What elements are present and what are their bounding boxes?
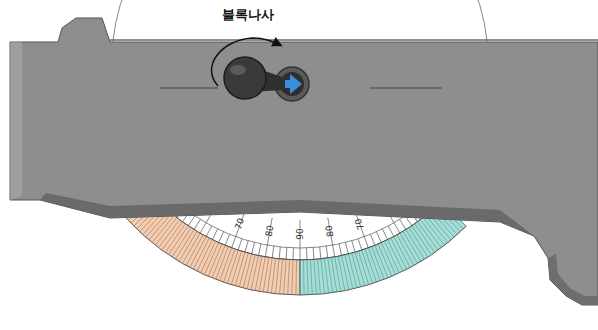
band-tick: [391, 238, 407, 269]
scale-tick: [300, 220, 301, 260]
band-tick: [375, 245, 388, 277]
band-tick: [275, 259, 279, 294]
band-tick: [201, 241, 216, 273]
band-tick: [247, 255, 255, 289]
band-tick: [251, 256, 258, 290]
band-tick: [292, 260, 293, 295]
scale-tick: [272, 246, 274, 258]
scale-tick: [400, 219, 406, 229]
scale-tick: [370, 234, 374, 245]
band-tick: [152, 215, 174, 242]
hook-edge: [548, 254, 598, 305]
reference-line: [370, 88, 442, 89]
band-tick: [175, 230, 194, 260]
band-tick: [271, 259, 275, 294]
band-tick: [381, 243, 395, 275]
scale-tick: [265, 218, 272, 257]
band-tick: [149, 213, 171, 240]
band-tick: [335, 257, 341, 291]
band-tick: [400, 233, 418, 263]
scale-tick: [212, 229, 217, 240]
scale-tick: [245, 241, 248, 253]
body-shadow: [40, 193, 534, 236]
scale-tick: [194, 219, 200, 229]
band-tick: [186, 235, 203, 266]
band-tick: [397, 235, 414, 266]
band-tick: [172, 228, 191, 257]
band-tick: [352, 253, 361, 287]
scale-tick: [279, 247, 280, 259]
scale-tick: [388, 226, 394, 237]
knob-highlight: [230, 65, 246, 75]
scale-number: 90: [296, 228, 305, 239]
block-screw-knob: [224, 57, 266, 99]
scale-tick: [188, 216, 195, 226]
band-tick: [179, 231, 197, 261]
scale-tick: [206, 226, 212, 237]
band-tick: [317, 259, 320, 294]
scale-tick: [352, 241, 355, 253]
scale-tick: [320, 247, 321, 259]
band-tick: [295, 260, 297, 295]
scale-tick: [252, 242, 255, 254]
scale-tick: [225, 234, 229, 245]
scale-tick: [358, 239, 362, 250]
band-tick: [307, 260, 308, 295]
scale-tick: [238, 239, 242, 250]
tool-body: [10, 18, 598, 305]
band-tick: [197, 240, 212, 271]
band-tick: [267, 258, 272, 293]
band-tick: [345, 255, 353, 289]
band-tick: [338, 256, 345, 290]
rotation-arrow: [212, 38, 279, 86]
band-tick: [284, 260, 286, 295]
band-tick: [418, 222, 439, 250]
band-tick: [280, 259, 283, 294]
part-name: 블록나사: [222, 8, 274, 21]
band-tick: [288, 260, 290, 295]
band-tick: [190, 237, 206, 268]
scale-tick: [382, 229, 387, 240]
body-edge: [10, 42, 22, 200]
band-tick: [342, 256, 349, 290]
band-tick: [348, 254, 356, 288]
scale-tick: [376, 232, 381, 243]
scale-tick: [345, 242, 348, 254]
band-tick: [183, 233, 201, 263]
top-edge: [110, 39, 598, 41]
reference-line: [160, 88, 218, 89]
band-tick: [310, 260, 312, 295]
band-tick: [243, 254, 251, 288]
scale-number: 80: [325, 225, 336, 238]
band-tick: [255, 256, 262, 290]
scale-tick: [258, 244, 260, 256]
scale-tick: [326, 246, 328, 258]
band-tick: [385, 241, 400, 273]
scale-tick: [286, 248, 288, 260]
band-tick: [324, 259, 328, 294]
band-tick: [394, 237, 410, 268]
band-tick: [208, 244, 222, 276]
scale-tick: [339, 244, 341, 256]
scale-number: 80: [264, 225, 275, 238]
band-tick: [423, 218, 445, 246]
band-tick: [193, 238, 209, 269]
scale-tick: [219, 232, 224, 243]
scale-tick: [313, 248, 315, 260]
band-tick: [388, 240, 403, 271]
scale-tick: [293, 248, 294, 260]
band-tick: [321, 259, 325, 294]
band-tick: [300, 260, 301, 295]
band-tick: [303, 260, 305, 295]
band-tick: [420, 220, 441, 248]
scale-tick: [328, 218, 335, 257]
band-tick: [378, 244, 392, 276]
band-tick: [235, 252, 245, 286]
scale-tick: [306, 248, 307, 260]
band-tick: [314, 260, 316, 295]
band-tick: [204, 243, 218, 275]
band-tick: [239, 253, 248, 287]
